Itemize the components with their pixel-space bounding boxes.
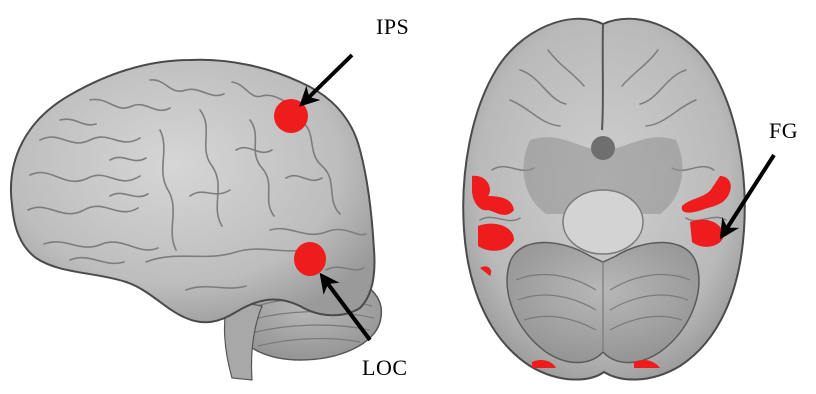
pons <box>563 190 643 254</box>
loc-activation <box>294 242 326 276</box>
longitudinal-fissure <box>602 24 603 130</box>
fg-label: FG <box>769 118 798 144</box>
cerebrum-lateral <box>11 60 375 323</box>
loc-label: LOC <box>362 355 408 381</box>
ips-label: IPS <box>376 14 409 40</box>
ips-arrow <box>302 55 352 104</box>
midbrain <box>591 136 615 160</box>
ventral-brain-view <box>463 19 745 380</box>
lateral-brain-view <box>11 60 381 380</box>
